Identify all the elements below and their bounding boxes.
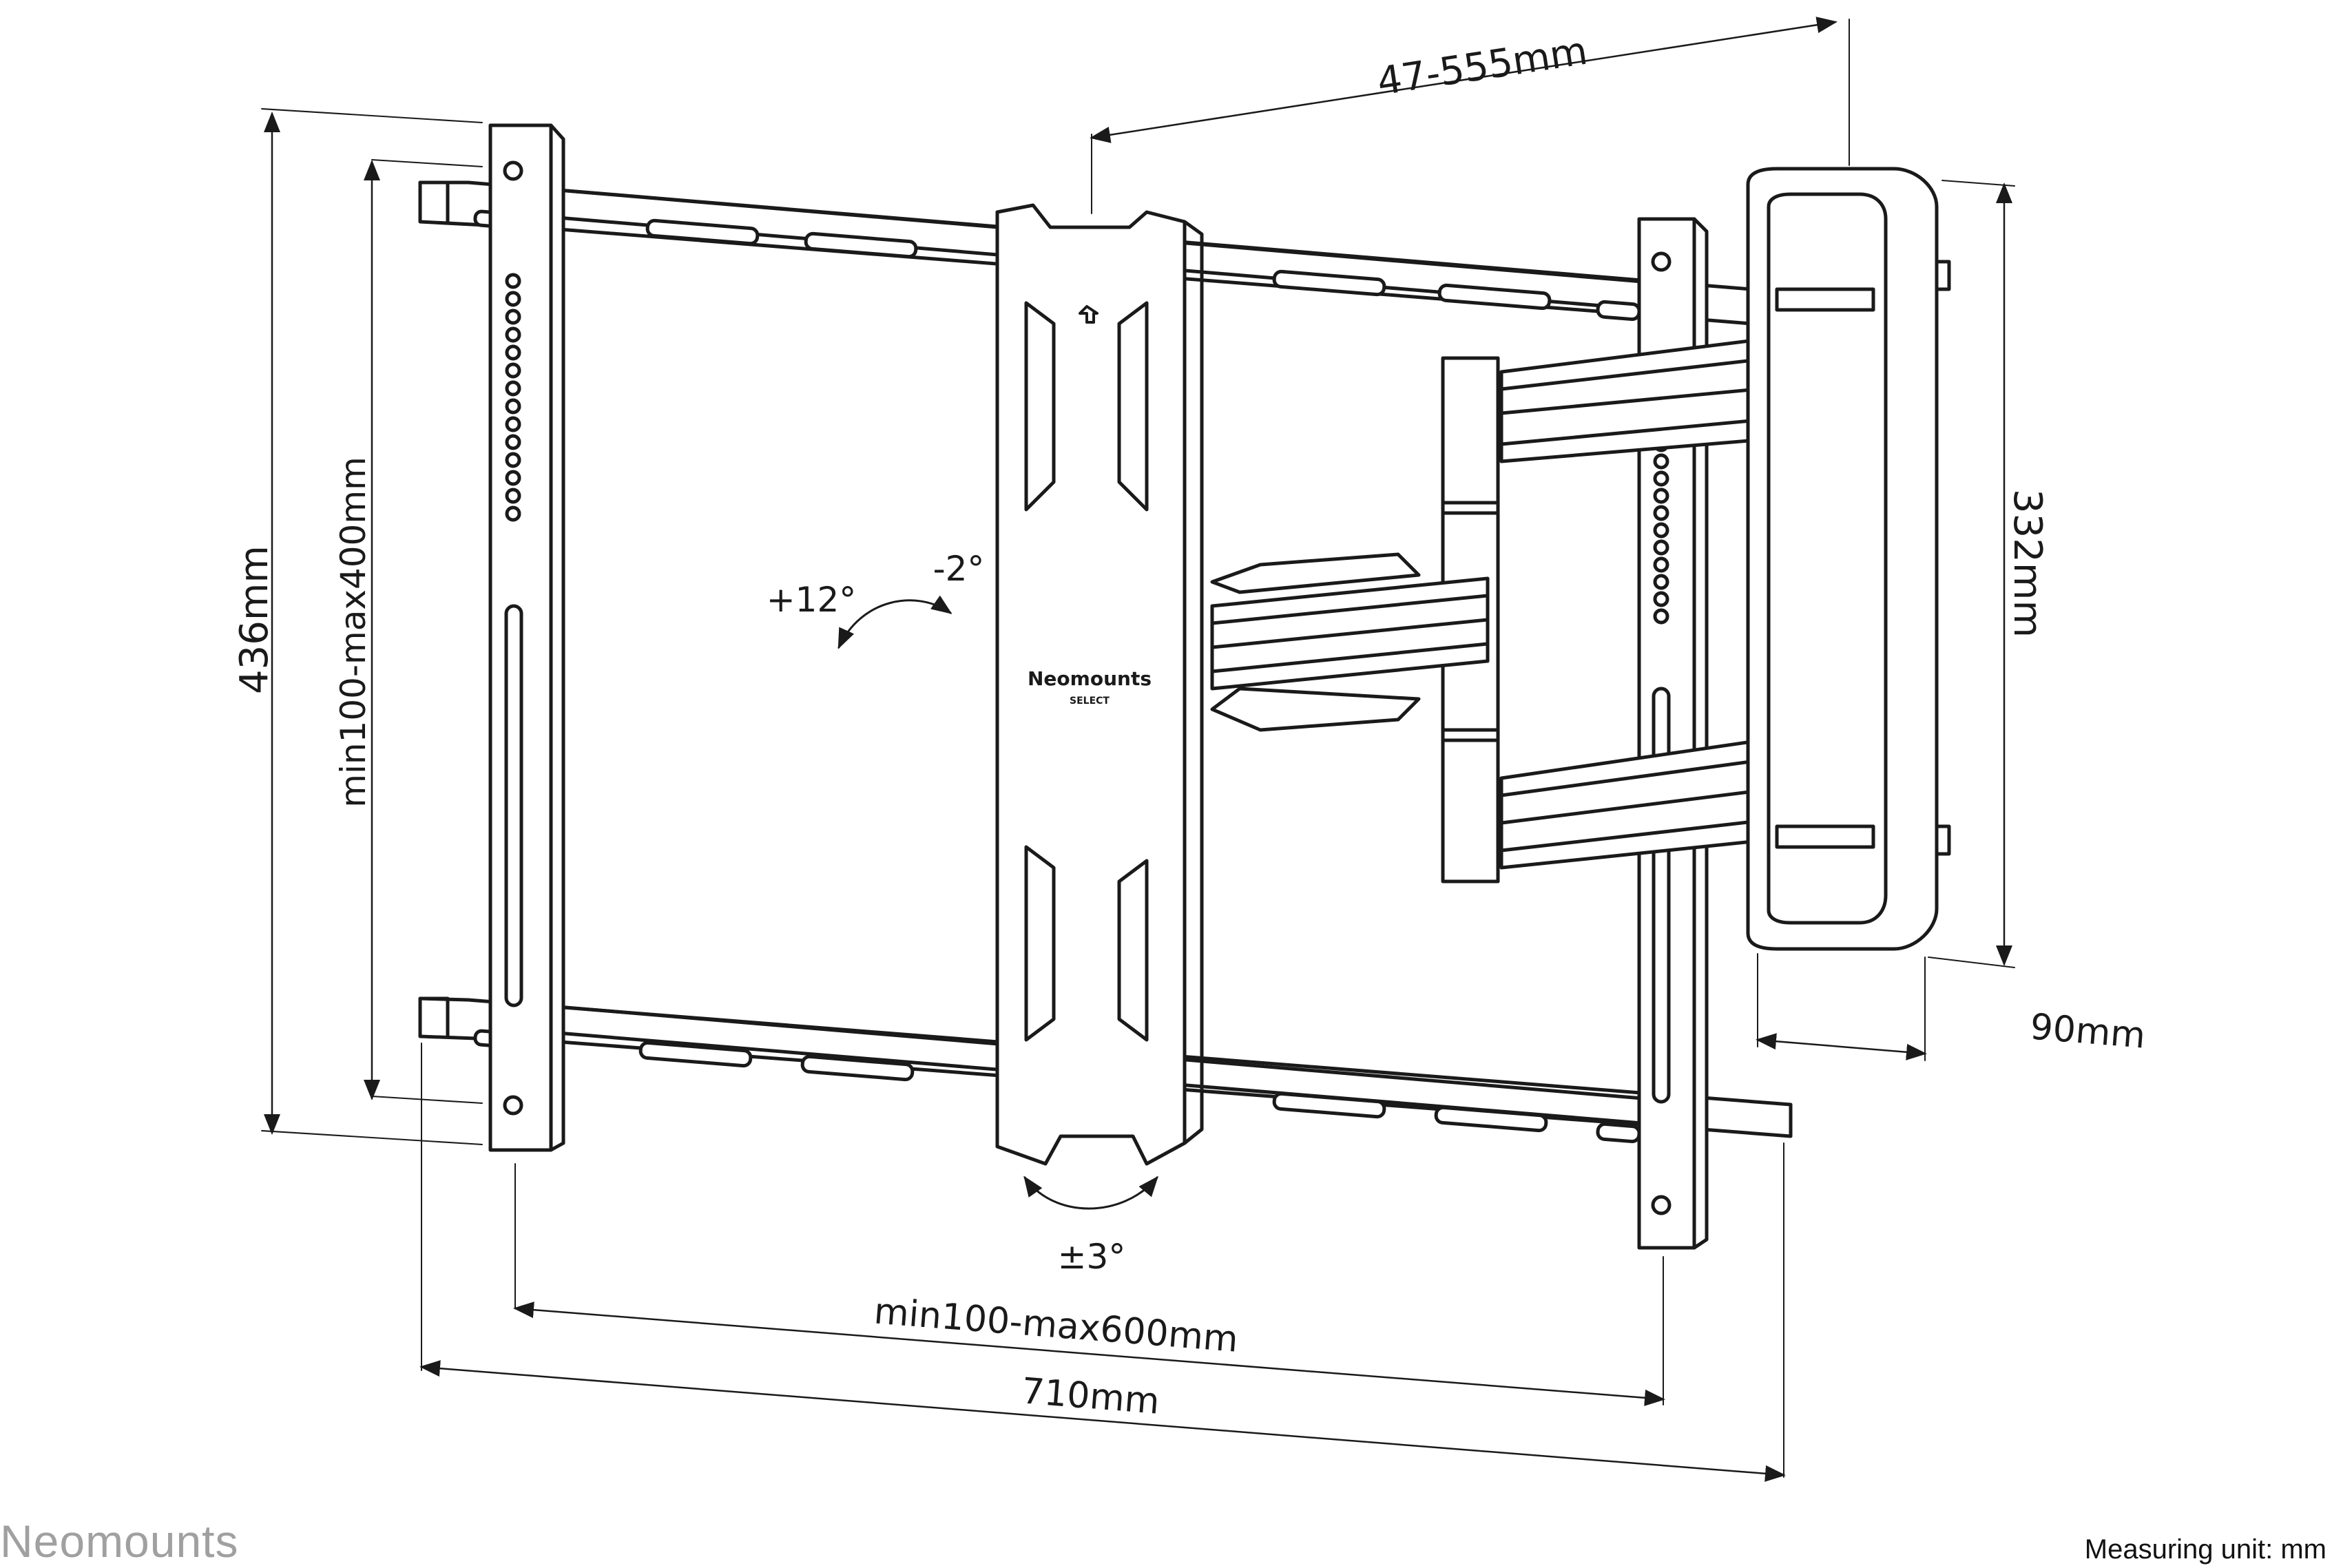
center-mount-plate bbox=[995, 203, 1204, 1166]
dim-line-bracket-depth bbox=[1756, 1033, 1927, 1060]
label-horizontal-vesa: min100-max600mm bbox=[873, 1290, 1240, 1360]
dimension-lines bbox=[264, 17, 2012, 1482]
label-arm-extension: 47-555mm bbox=[1374, 29, 1590, 105]
measuring-unit-note: Measuring unit: mm bbox=[2084, 1534, 2326, 1565]
tilt-arrow bbox=[837, 595, 952, 649]
rotation-arrow bbox=[1023, 1175, 1158, 1210]
left-vertical-bracket bbox=[488, 123, 565, 1152]
label-overall-height: 436mm bbox=[232, 545, 277, 694]
dim-line-overall-width bbox=[419, 1360, 1786, 1482]
brand-logo-text: Neomounts bbox=[0, 1516, 239, 1567]
dim-line-arm-extension bbox=[1090, 17, 1838, 143]
plate-logo-line: SELECT bbox=[1070, 696, 1110, 707]
angle-arrows bbox=[837, 595, 1158, 1210]
label-vertical-vesa: min100-max400mm bbox=[333, 457, 373, 808]
label-bracket-height: 332mm bbox=[2005, 489, 2050, 638]
plate-logo-brand: Neomounts bbox=[1028, 667, 1152, 690]
wall-bracket bbox=[1746, 167, 1951, 951]
label-tilt-back: -2° bbox=[933, 549, 985, 589]
label-tilt-forward: +12° bbox=[767, 580, 857, 620]
plate-logo: Neomounts SELECT bbox=[1028, 667, 1152, 707]
label-overall-width: 710mm bbox=[1020, 1370, 1161, 1423]
label-rotation: ±3° bbox=[1058, 1237, 1126, 1277]
label-bracket-depth: 90mm bbox=[2028, 1006, 2147, 1056]
